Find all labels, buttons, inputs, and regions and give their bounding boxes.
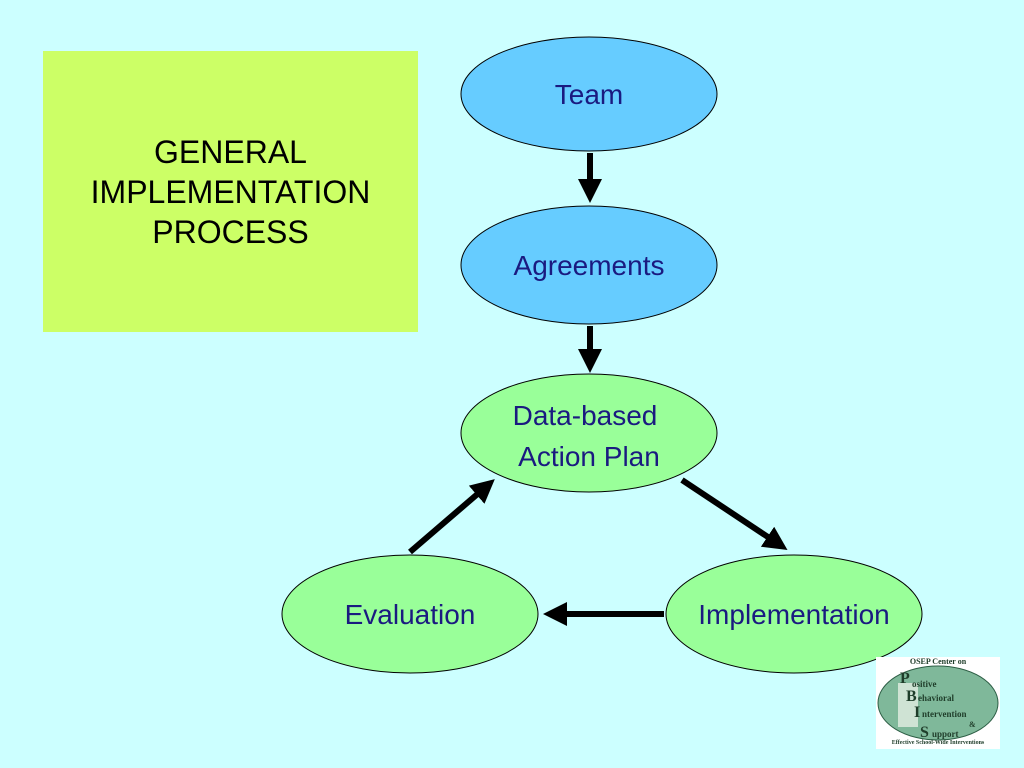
logo-tagline: Effective School-Wide Interventions: [891, 740, 985, 746]
node-action-plan-label-line-1: Data-based: [513, 400, 658, 431]
node-team: Team: [460, 36, 718, 152]
title-line-3: PROCESS: [152, 213, 309, 250]
node-implementation: Implementation: [665, 554, 923, 674]
logo-emblem: P ositive B ehavioral I ntervention & S …: [877, 665, 999, 741]
logo-letter-b: B: [906, 688, 917, 705]
arrow-evaluation-to-action-plan: [408, 479, 495, 555]
logo-word-behavioral: ehavioral: [918, 693, 954, 703]
logo-word-intervention: ntervention: [922, 709, 967, 719]
logo-header: OSEP Center on: [909, 657, 967, 666]
logo-ampersand: &: [969, 720, 976, 729]
pbis-logo: OSEP Center on P ositive B ehavioral I n…: [876, 657, 1000, 749]
title-line-2: IMPLEMENTATION: [90, 173, 371, 210]
node-agreements: Agreements: [460, 205, 718, 325]
node-implementation-label: Implementation: [698, 599, 889, 630]
logo-letter-s: S: [920, 724, 929, 741]
title-box: GENERAL IMPLEMENTATION PROCESS: [43, 51, 418, 332]
node-team-label: Team: [555, 79, 623, 110]
node-evaluation-label: Evaluation: [345, 599, 476, 630]
title-line-1: GENERAL: [154, 133, 307, 170]
logo-word-support: upport: [932, 729, 959, 739]
logo-word-positive: ositive: [912, 679, 937, 689]
node-evaluation: Evaluation: [281, 554, 539, 674]
node-action-plan-label-line-2: Action Plan: [518, 441, 660, 472]
logo-letter-i: I: [914, 704, 920, 721]
logo-letter-p: P: [900, 670, 910, 687]
node-agreements-label: Agreements: [514, 250, 665, 281]
node-action-plan: Data-based Action Plan: [460, 373, 718, 493]
arrow-action-plan-to-implementation: [680, 477, 788, 550]
